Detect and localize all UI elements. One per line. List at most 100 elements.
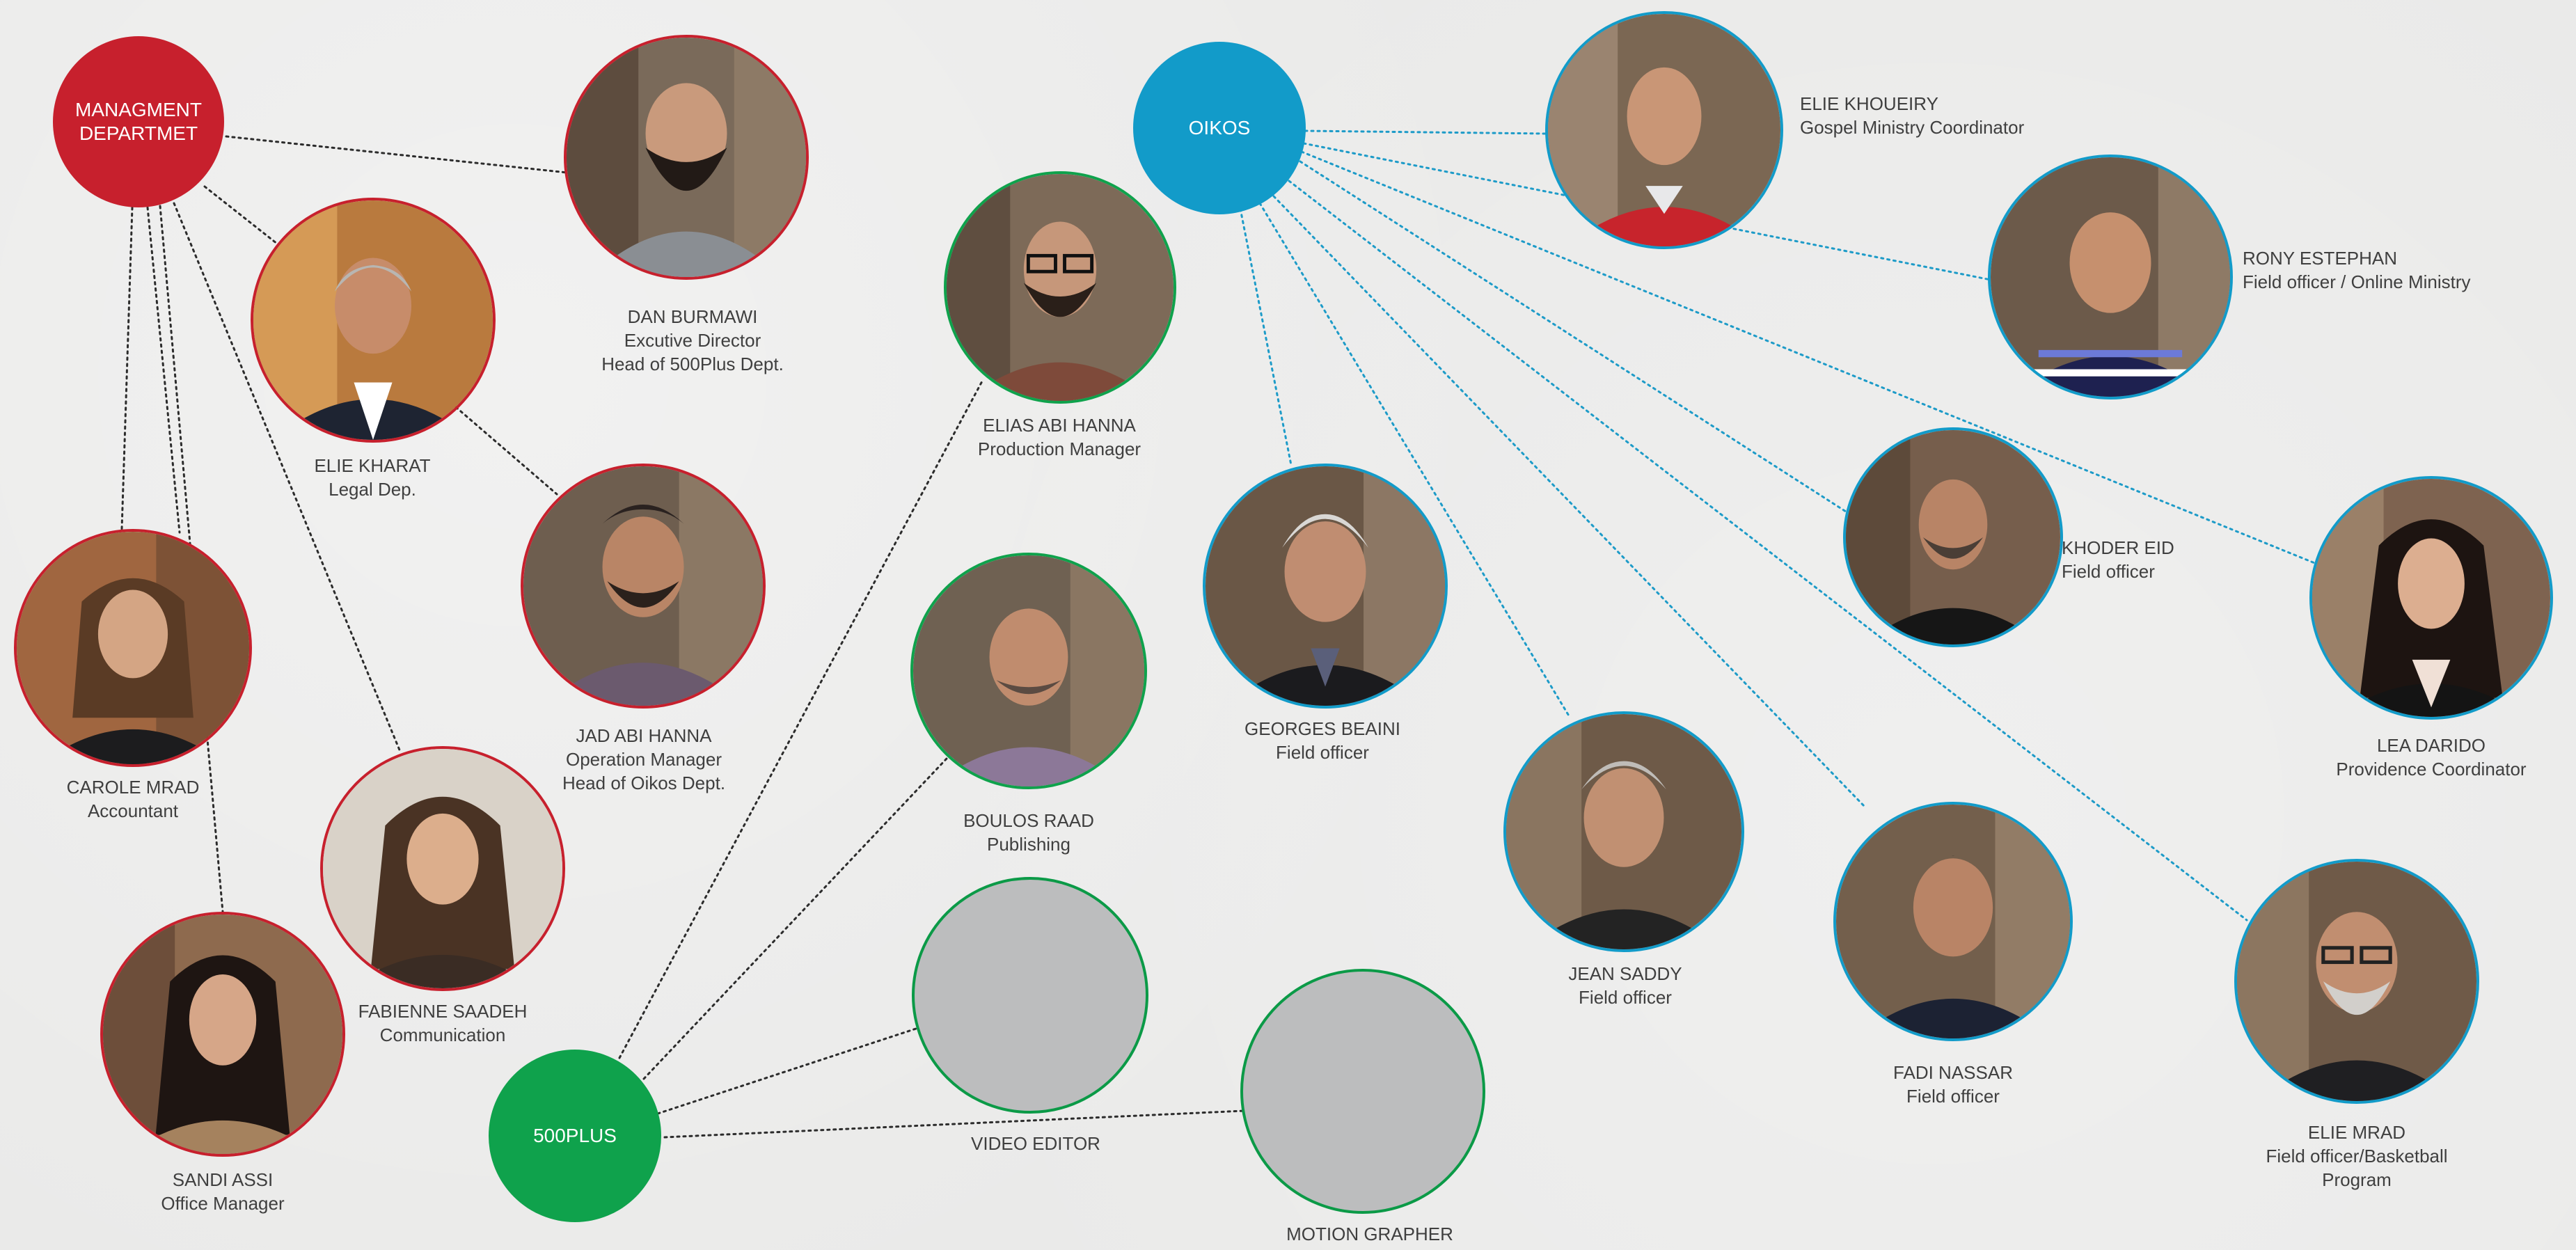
fadi-nassar-caption: FADI NASSAR Field officer (1893, 1061, 2013, 1108)
elie-khoueiry-caption: ELIE KHOUEIRY Gospel Ministry Coordinato… (1800, 92, 2024, 139)
oikos-hub-label: OIKOS (1188, 117, 1251, 139)
fabienne-saadeh-role: Communication (379, 1024, 506, 1045)
carole-mrad-name: CAROLE MRAD (66, 777, 200, 798)
connector-elie-mrad (1288, 180, 2248, 921)
elie-mrad-photo (2234, 859, 2479, 1104)
rony-estephan-name: RONY ESTEPHAN (2243, 248, 2398, 269)
connector-motion-grapher (663, 1109, 1245, 1139)
jad-abi-hanna-name: JAD ABI HANNA (576, 725, 712, 746)
carole-mrad-photo (14, 529, 252, 767)
elie-mrad-role-1: Field officer/Basketball (2266, 1146, 2448, 1166)
khoder-eid-photo (1843, 427, 2063, 647)
boulos-raad-name: BOULOS RAAD (963, 810, 1094, 831)
video-editor-caption: VIDEO EDITOR (971, 1132, 1100, 1155)
connector-elie-khoueiry (1304, 129, 1548, 135)
connector-khoder-eid (1299, 160, 1847, 513)
khoder-eid-caption: KHODER EID Field officer (2062, 536, 2174, 583)
connector-elias-abi-hanna (618, 379, 984, 1059)
connector-lea-darido (1300, 150, 2318, 565)
connector-carole-mrad (120, 206, 134, 530)
lea-darido-role: Providence Coordinator (2336, 759, 2527, 780)
motion-grapher-caption: MOTION GRAPHER (1286, 1222, 1453, 1246)
fadi-nassar-name: FADI NASSAR (1893, 1062, 2013, 1083)
elie-kharat-role: Legal Dep. (329, 479, 416, 500)
georges-beaini-role: Field officer (1276, 742, 1369, 763)
boulos-raad-caption: BOULOS RAAD Publishing (963, 809, 1094, 856)
connector-carole-mrad-2 (146, 206, 181, 534)
elie-mrad-role-2: Program (2322, 1169, 2392, 1190)
jean-saddy-name: JEAN SADDY (1568, 963, 1682, 984)
sandi-assi-role: Office Manager (161, 1193, 285, 1214)
elias-abi-hanna-role: Production Manager (977, 438, 1141, 459)
jad-abi-hanna-role-2: Head of Oikos Dept. (562, 773, 726, 793)
management-hub-label-2: DEPARTMET (79, 122, 198, 144)
elias-abi-hanna-caption: ELIAS ABI HANNA Production Manager (978, 413, 1141, 461)
jean-saddy-photo (1503, 711, 1744, 952)
elie-khoueiry-name: ELIE KHOUEIRY (1800, 93, 1938, 114)
elie-kharat-caption: ELIE KHARAT Legal Dep. (314, 454, 430, 501)
plus500-hub-label: 500PLUS (533, 1125, 617, 1146)
elie-mrad-name: ELIE MRAD (2307, 1122, 2406, 1143)
georges-beaini-name: GEORGES BEAINI (1244, 718, 1400, 739)
georges-beaini-caption: GEORGES BEAINI Field officer (1244, 717, 1400, 764)
connector-jad-abi-hanna (455, 406, 558, 496)
elias-abi-hanna-name: ELIAS ABI HANNA (983, 415, 1136, 436)
elie-kharat-photo (251, 198, 496, 443)
elie-khoueiry-role: Gospel Ministry Coordinator (1800, 117, 2025, 138)
fadi-nassar-photo (1833, 802, 2073, 1041)
carole-mrad-caption: CAROLE MRAD Accountant (67, 775, 200, 823)
plus500-connectors (618, 379, 1245, 1139)
boulos-raad-photo (910, 553, 1147, 789)
fabienne-saadeh-caption: FABIENNE SAADEH Communication (358, 999, 528, 1047)
georges-beaini-photo (1203, 464, 1448, 709)
elie-kharat-name: ELIE KHARAT (314, 455, 431, 476)
sandi-assi-photo (100, 912, 345, 1157)
lea-darido-photo (2309, 476, 2553, 720)
connector-dan-burmawi (225, 135, 569, 174)
video-editor-placeholder (912, 877, 1148, 1114)
lea-darido-name: LEA DARIDO (2376, 735, 2486, 756)
fadi-nassar-role: Field officer (1906, 1086, 2000, 1107)
lea-darido-caption: LEA DARIDO Providence Coordinator (2336, 734, 2526, 781)
fabienne-saadeh-photo (320, 746, 565, 991)
dan-burmawi-role-1: Excutive Director (624, 330, 761, 351)
dan-burmawi-name: DAN BURMAWI (627, 306, 758, 327)
jad-abi-hanna-role-1: Operation Manager (565, 749, 722, 770)
management-connectors (120, 135, 569, 913)
dan-burmawi-photo (564, 35, 809, 280)
connector-boulos-raad (642, 757, 948, 1080)
boulos-raad-role: Publishing (987, 834, 1070, 855)
sandi-assi-name: SANDI ASSI (172, 1169, 274, 1190)
khoder-eid-name: KHODER EID (2062, 537, 2174, 558)
jean-saddy-caption: JEAN SADDY Field officer (1568, 962, 1682, 1009)
rony-estephan-role: Field officer / Online Ministry (2243, 271, 2471, 292)
fabienne-saadeh-name: FABIENNE SAADEH (358, 1001, 528, 1022)
oikos-hub: OIKOS (1133, 42, 1306, 214)
management-department-hub: MANAGMENT DEPARTMET (53, 36, 224, 207)
connector-fabienne-saadeh (173, 202, 402, 753)
dan-burmawi-caption: DAN BURMAWI Excutive Director Head of 50… (601, 305, 784, 376)
khoder-eid-role: Field officer (2062, 561, 2155, 582)
dan-burmawi-role-2: Head of 500Plus Dept. (601, 354, 784, 374)
connector-fadi-nassar (1272, 195, 1867, 809)
motion-grapher-placeholder (1240, 969, 1485, 1214)
carole-mrad-role: Accountant (87, 800, 179, 821)
connector-georges-beaini (1239, 207, 1293, 466)
video-editor-name: VIDEO EDITOR (971, 1133, 1100, 1154)
connector-sandi-assi (159, 205, 224, 913)
management-hub-label-1: MANAGMENT (75, 99, 202, 120)
plus500-hub: 500PLUS (489, 1050, 661, 1222)
jean-saddy-role: Field officer (1579, 987, 1672, 1008)
connector-jean-saddy (1258, 202, 1571, 718)
rony-estephan-photo (1988, 155, 2233, 399)
motion-grapher-name: MOTION GRAPHER (1286, 1224, 1453, 1244)
connector-video-editor (656, 1027, 917, 1115)
elias-abi-hanna-photo (944, 171, 1176, 404)
elie-mrad-caption: ELIE MRAD Field officer/Basketball Progr… (2266, 1121, 2447, 1192)
jad-abi-hanna-caption: JAD ABI HANNA Operation Manager Head of … (562, 724, 725, 795)
connector-elie-kharat (203, 185, 278, 245)
jad-abi-hanna-photo (521, 464, 766, 709)
sandi-assi-caption: SANDI ASSI Office Manager (161, 1168, 284, 1215)
rony-estephan-caption: RONY ESTEPHAN Field officer / Online Min… (2243, 246, 2471, 294)
elie-khoueiry-photo (1545, 11, 1783, 249)
